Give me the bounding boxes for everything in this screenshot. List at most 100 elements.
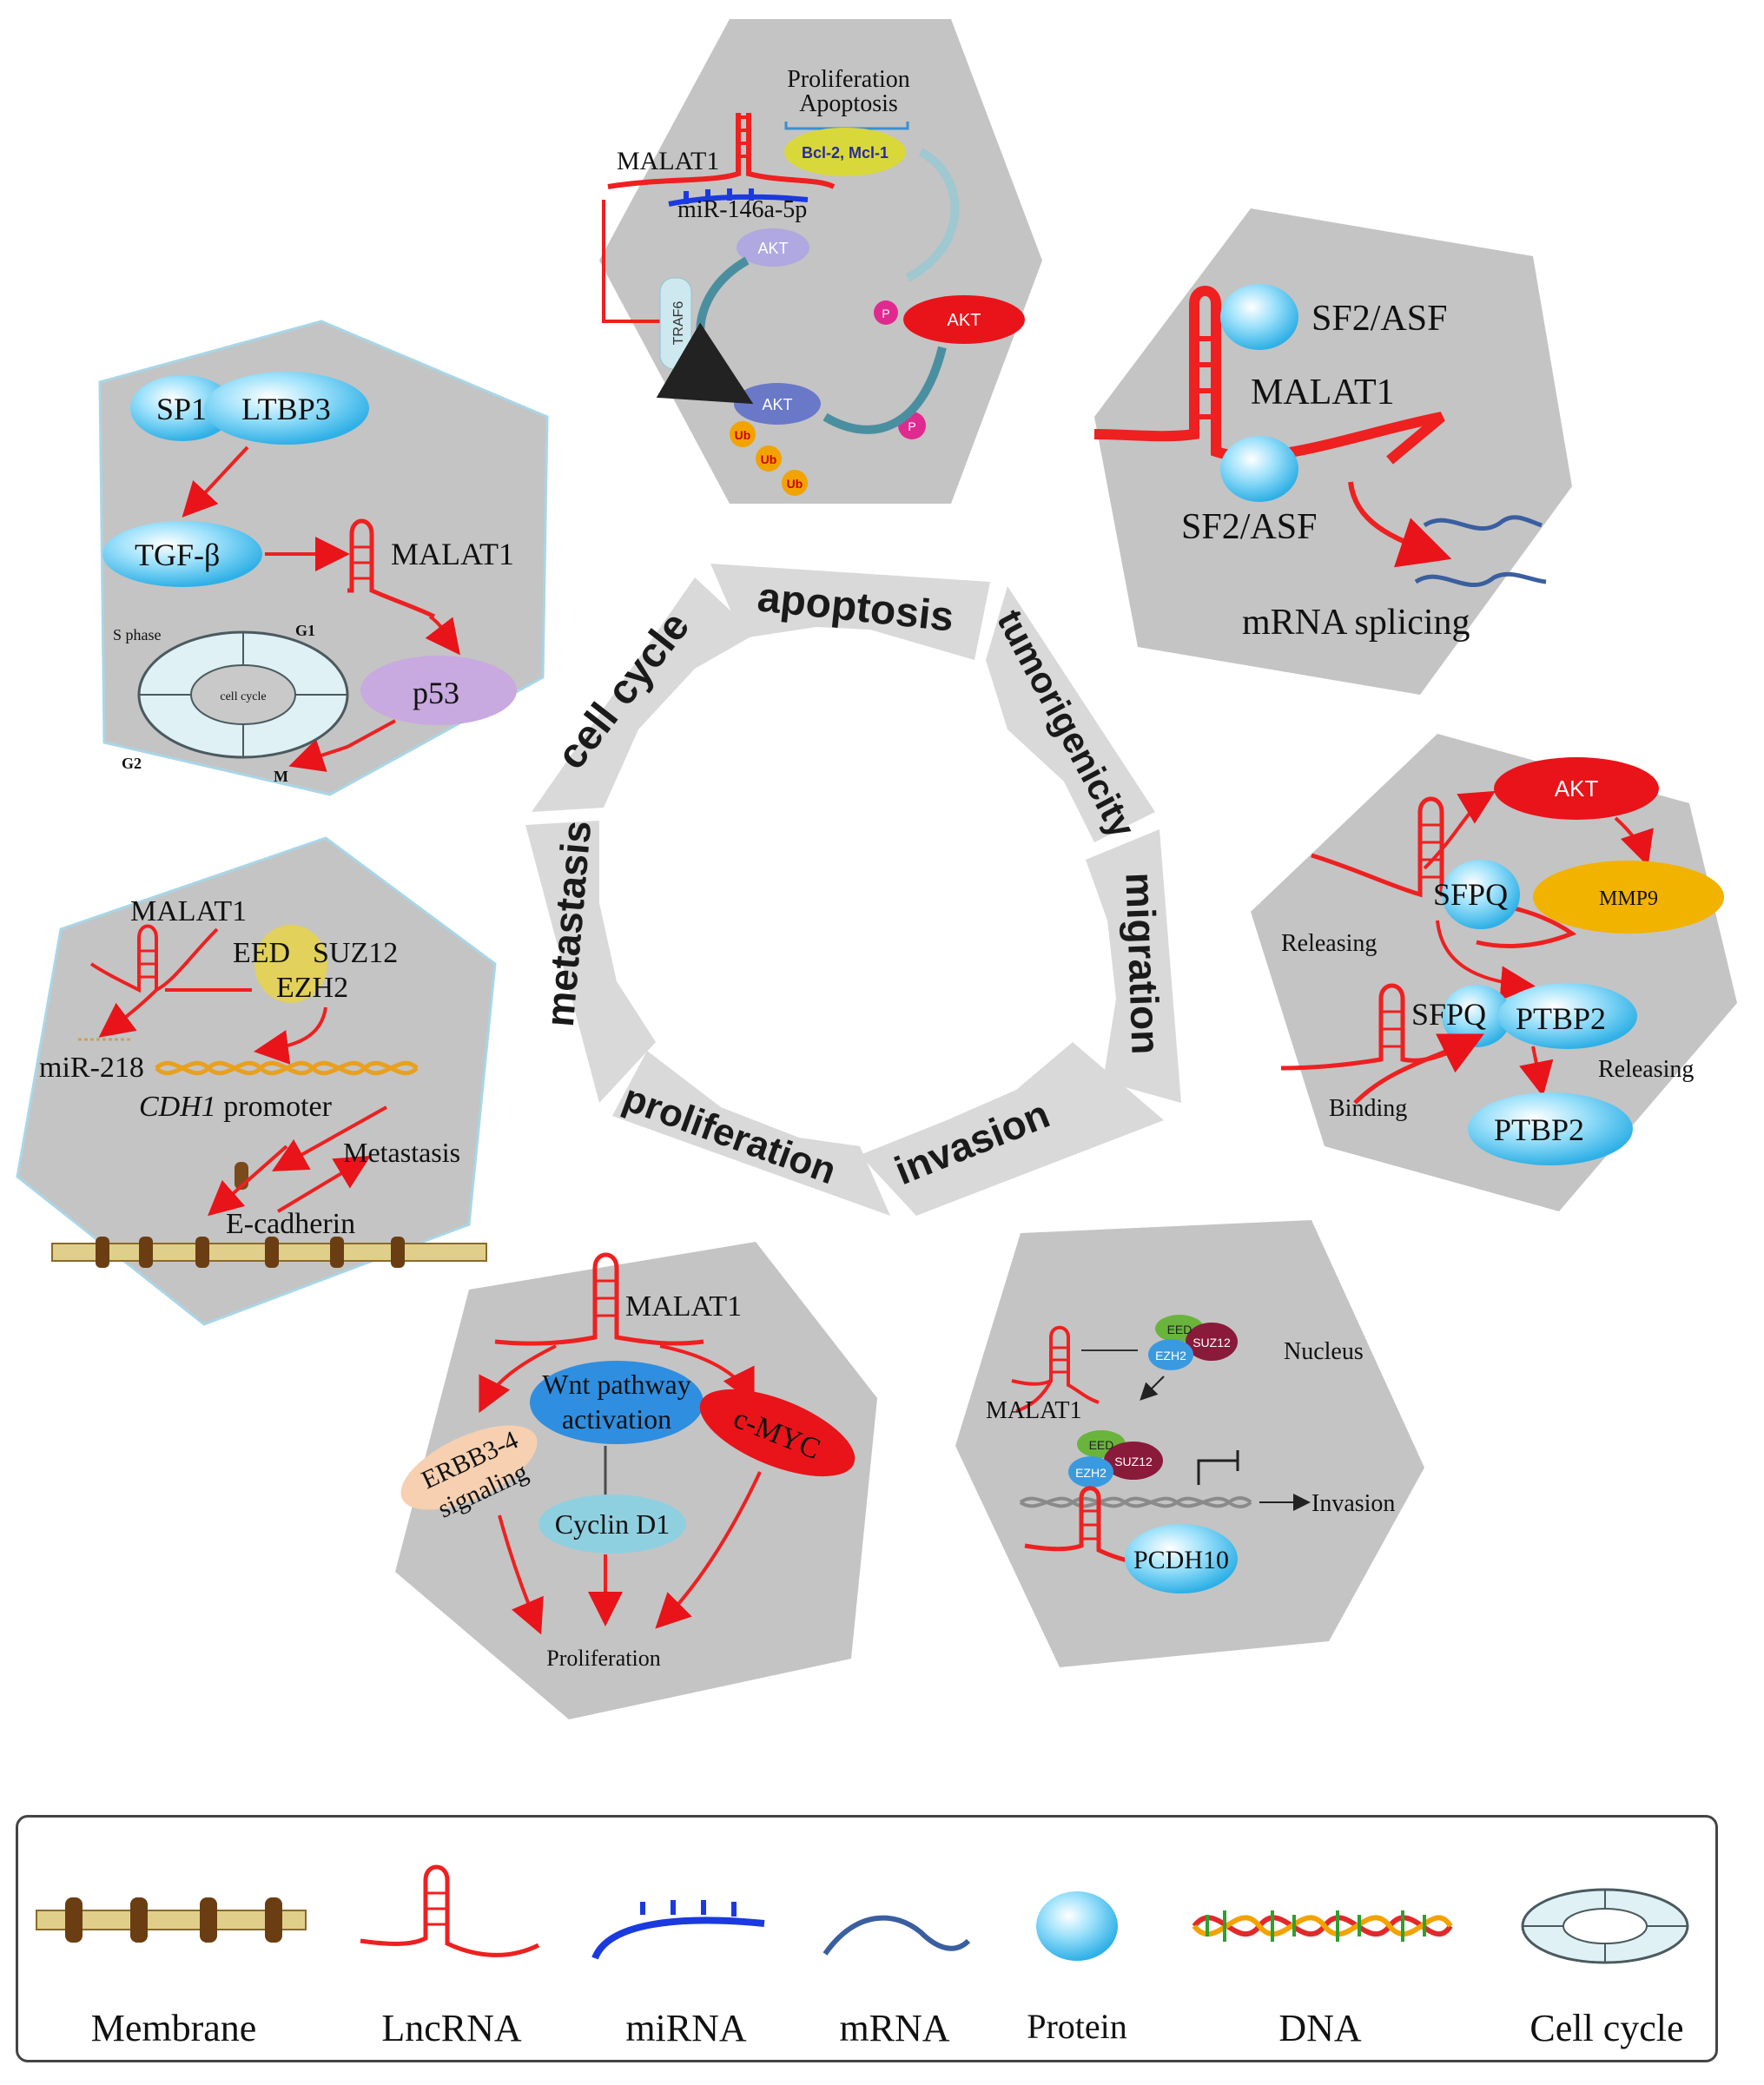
label-sf2-top: SF2/ASF [1311,299,1447,339]
protein-ptbp2-bottom [1468,1092,1633,1165]
ring-segment-tumorigenicity [986,586,1155,842]
lncrna-stem [1194,336,1216,419]
arrow-erbb [479,1344,557,1414]
lncrna-shape [347,518,436,619]
label-sfpq-top: SFPQ [1433,877,1508,912]
label-proliferation: Proliferation [787,66,910,93]
label-proliferation: proliferation [618,1076,842,1192]
ring-segment-proliferation [612,1051,890,1216]
arrow-ptbp2-release [1519,1046,1554,1097]
label-prolif: Proliferation [546,1646,660,1671]
legend-label-mirna: miRNA [625,2007,747,2049]
ring-segment-cell-cycle [532,577,756,812]
label-apoptosis: Apoptosis [799,90,898,117]
arrow-to-ecad [208,1145,288,1217]
label-p53: p53 [413,676,459,710]
label-eed-bottom: EED [1089,1438,1114,1452]
arrow-sp1-tgf [182,445,249,518]
label-ezh2: EZH2 [276,972,348,1004]
label-sp1: SP1 [156,392,207,426]
legend-label-dna: DNA [1278,2007,1362,2049]
label-binding: Binding [1329,1095,1407,1122]
legend-icons [36,1864,1689,1964]
protein-akt [1494,757,1659,820]
protein-tgf [102,521,262,587]
label-releasing-right: Releasing [1598,1056,1694,1083]
prc2-complex [254,925,327,1003]
arrow-metastasis [276,1155,371,1213]
label-eed: EED [233,937,290,969]
suz12-top [1186,1323,1238,1361]
hexagon [16,836,497,1326]
ezh2-bottom [1068,1456,1113,1488]
label-ecad: E-cadherin [226,1208,355,1240]
hexagon [1251,734,1737,1211]
legend-label-membrane: Membrane [90,2007,257,2049]
ring-segment-invasion [860,1042,1164,1216]
arrow-prc2-dna [254,1006,327,1065]
lncrna-lower-stem [1081,1509,1099,1541]
label-bcl: Bcl-2, Mcl-1 [802,144,889,162]
label-p-2: P [908,419,915,433]
arrow-to-mrna [1348,481,1452,568]
label-malat1: MALAT1 [1251,373,1395,412]
legend-label-lncrna: LncRNA [381,2007,522,2049]
arrow-akt-mmp9 [1614,816,1654,867]
panel-metastasis: MALAT1 EED SUZ12 EZH2 miR-218 CDH1 promo… [16,836,497,1326]
label-eed-top: EED [1167,1323,1193,1336]
label-akt-active: AKT [948,311,981,330]
protein-icon [1036,1891,1118,1961]
legend-label-cell-cycle: Cell cycle [1529,2007,1684,2049]
arrow-release [1436,920,1536,1001]
cell-cycle-icon [1521,1888,1689,1964]
protein-ptbp2 [1498,983,1637,1049]
panel-proliferation: MALAT1 Wnt pathway activation c-MYC ERBB… [395,1242,877,1719]
label-suz12-top: SUZ12 [1193,1336,1231,1349]
protein-sf2-top [1220,284,1298,350]
phospho-1 [874,300,898,325]
lncrna-shape [1011,1325,1100,1413]
label-ezh2-bottom: EZH2 [1075,1466,1107,1480]
ezh2-top [1148,1339,1193,1370]
legend-label-protein: Protein [1027,2007,1127,2046]
label-g2: G2 [122,755,142,772]
label-p-1: P [882,307,889,320]
label-releasing-left: Releasing [1281,930,1377,957]
label-mir218: miR-218 [39,1052,144,1084]
panel-migration: AKT MMP9 SFPQ Releasing SFPQ PTBP2 Relea… [1251,734,1737,1211]
lncrna-stem [139,949,156,979]
akt-active [903,295,1025,344]
suz12-bottom [1104,1442,1163,1480]
cycle-arrow-right [905,148,960,282]
arrow-to-akt [1423,790,1496,870]
label-sfpq: SFPQ [1411,997,1486,1032]
label-metastasis: Metastasis [343,1137,460,1168]
panel-apoptosis: Proliferation Apoptosis MALAT1 miR-146a-… [599,19,1042,504]
mirna-shape [668,188,809,207]
ub-3 [782,470,808,496]
protein-mmp9 [1533,861,1724,934]
label-malat1: MALAT1 [625,1290,742,1323]
arrow-to-membrane [272,1105,387,1171]
protein-sf2-bottom [1220,436,1298,502]
lncrna-bottom [1280,983,1477,1105]
label-malat1: MALAT1 [130,895,247,927]
lncrna-shape [607,113,836,189]
panel-invasion: EED SUZ12 EZH2 Nucleus MALAT1 EED SUZ12 … [955,1220,1424,1667]
dna-helix [155,1060,419,1076]
lncrna-stem [738,115,749,158]
label-wnt-1: Wnt pathway [542,1369,691,1400]
mrna-icon [823,1915,971,1956]
label-cdh1-promoter: promoter [216,1091,333,1123]
label-mmp9: MMP9 [1599,887,1658,910]
protein-sfpq-top [1442,860,1520,929]
cyclin-protein [538,1494,686,1554]
ring-segment-metastasis [525,821,656,1103]
label-malat1: MALAT1 [391,537,514,571]
label-malat1: MALAT1 [986,1397,1081,1424]
legend-label-mrna: mRNA [839,2007,950,2049]
inhibit-mark [1197,1450,1239,1485]
dna-helix [1019,1496,1252,1508]
process-ring [525,564,1181,1216]
panel-cell-cycle: SP1 LTBP3 TGF-β MALAT1 p53 cell cycle S … [98,320,549,796]
